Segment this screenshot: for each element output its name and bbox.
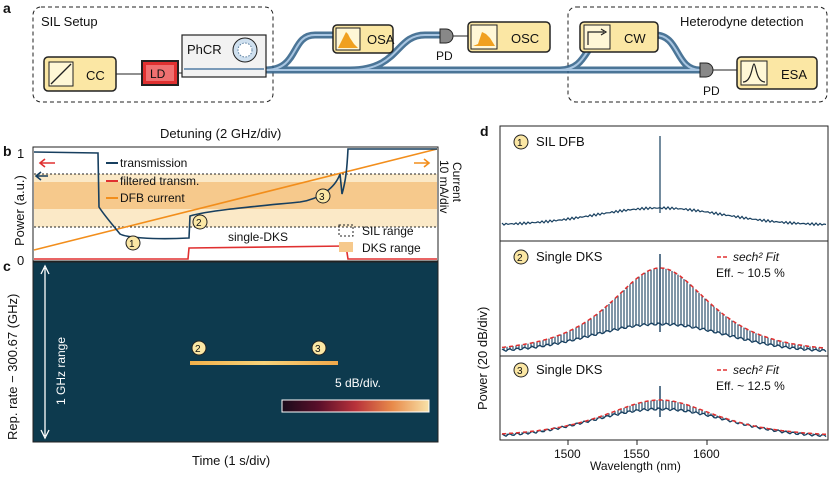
noise-floor <box>501 407 827 438</box>
spectrogram-area <box>32 261 439 443</box>
subplot-2-marker: 2 <box>513 249 529 265</box>
panel-c-letter: c <box>3 258 11 274</box>
range-label: 1 GHz range <box>54 337 68 405</box>
svg-text:1: 1 <box>517 138 523 149</box>
legend-transmission: transmission <box>120 156 187 170</box>
xtick-1550: 1550 <box>623 447 650 461</box>
sil-setup-frame <box>32 6 274 103</box>
dks-range-swatch <box>339 242 353 252</box>
svg-text:2: 2 <box>195 344 201 355</box>
esa-box: ESA <box>736 56 818 90</box>
marker-b-1: 1 <box>125 235 141 251</box>
subplot-1-title: SIL DFB <box>536 134 585 149</box>
rep-rate-trace <box>190 361 338 365</box>
ytick-1: 1 <box>17 146 24 161</box>
marker-b-2: 2 <box>192 214 208 230</box>
panel-d-xlabel: Wavelength (nm) <box>590 459 681 473</box>
panel-c-xlabel: Time (1 s/div) <box>192 453 270 468</box>
cc-label: CC <box>86 68 105 83</box>
subplot-2-fit <box>501 267 827 349</box>
subplot-3-eff: Eff. ~ 12.5 % <box>716 379 785 393</box>
svg-text:3: 3 <box>319 192 325 203</box>
svg-text:2: 2 <box>196 218 202 229</box>
esa-label: ESA <box>781 67 807 82</box>
marker-c-2: 2 <box>191 340 207 356</box>
cw-laser-icon <box>587 31 604 45</box>
right-arrow-icon <box>414 158 431 168</box>
subplot-1-marker: 1 <box>513 134 529 150</box>
osc-box: OSC <box>467 21 551 53</box>
svg-text:3: 3 <box>517 366 523 377</box>
dks-range-legend: DKS range <box>362 241 421 255</box>
transmission-trace <box>33 148 437 240</box>
sil-setup-label: SIL Setup <box>41 14 98 29</box>
pd1-detector: PD <box>436 28 454 63</box>
subplot-3-fit-label: sech² Fit <box>733 363 780 377</box>
subplot-3-title: Single DKS <box>536 362 603 377</box>
svg-text:1: 1 <box>129 239 135 250</box>
panel-d-letter: d <box>480 123 489 139</box>
panel-d-ylabel: Power (20 dB/div) <box>475 307 490 410</box>
range-arrow-icon <box>40 264 50 440</box>
ramp-icon <box>50 63 72 85</box>
legend-filtered: filtered transm. <box>120 174 199 188</box>
subplot-2-title: Single DKS <box>536 249 603 264</box>
current-label: Current <box>450 162 464 203</box>
dfb-current-line <box>33 148 438 251</box>
sil-range-legend: SIL range <box>362 224 414 238</box>
panel-d: d Power (20 dB/div) 1 SIL DFB 2 Single D… <box>475 123 829 473</box>
ld-box: LD <box>141 60 179 86</box>
marker-c-3: 3 <box>311 340 327 356</box>
single-dks-label: single-DKS <box>228 230 288 244</box>
current-scale-label: 10 mA/div <box>437 160 451 213</box>
pd2-label: PD <box>703 84 720 98</box>
panel-b-title: Detuning (2 GHz/div) <box>160 126 281 141</box>
panel-c: c Rep. rate − 300.67 (GHz) 1 GHz range 2… <box>3 258 439 468</box>
panel-a-letter: a <box>3 0 11 16</box>
marker-b-3: 3 <box>315 188 331 204</box>
xtick-1500: 1500 <box>554 447 581 461</box>
colorbar <box>281 399 430 413</box>
heterodyne-frame <box>567 6 828 103</box>
subplot-3-marker: 3 <box>513 362 529 378</box>
cc-box: CC <box>43 56 117 92</box>
osa-label: OSA <box>367 32 395 47</box>
panel-b-letter: b <box>3 143 12 159</box>
pd2-detector: PD <box>699 62 720 98</box>
transmission-axis-arrow-icon <box>34 171 48 181</box>
peak-icon <box>742 63 766 83</box>
ld-label: LD <box>150 67 166 81</box>
osc-label: OSC <box>511 31 539 46</box>
osa-box: OSA <box>332 24 395 54</box>
spectrum-icon <box>338 32 358 48</box>
legend-current: DFB current <box>120 191 185 205</box>
xtick-1600: 1600 <box>693 447 720 461</box>
panel-b-ylabel: Power (a.u.) <box>12 175 27 246</box>
noise-floor <box>501 322 827 353</box>
heterodyne-label: Heterodyne detection <box>680 14 804 29</box>
phcr-box: PhCR <box>181 34 267 78</box>
cw-box: CW <box>579 21 659 53</box>
dks-range-band <box>34 182 437 209</box>
left-arrow-icon <box>38 158 55 168</box>
filtered-trace <box>34 245 437 260</box>
svg-text:3: 3 <box>315 344 321 355</box>
cw-label: CW <box>624 31 646 46</box>
subplot-1-spectrum <box>501 136 827 227</box>
ytick-0: 0 <box>17 253 24 268</box>
svg-text:2: 2 <box>517 253 523 264</box>
colorbar-label: 5 dB/div. <box>335 376 381 390</box>
subplot-3-axes <box>499 355 829 441</box>
subplot-2-eff: Eff. ~ 10.5 % <box>716 266 785 280</box>
subplot-2-comb <box>501 254 827 353</box>
panel-a: a SIL Setup Heterodyne detection CC <box>3 0 828 103</box>
panel-b: b Detuning (2 GHz/div) Power (a.u.) 1 0 … <box>3 126 464 268</box>
oscilloscope-icon <box>473 32 495 46</box>
subplot-2-fit-label: sech² Fit <box>733 250 780 264</box>
sil-range-swatch <box>338 224 354 237</box>
panel-c-ylabel: Rep. rate − 300.67 (GHz) <box>5 294 20 440</box>
pd1-label: PD <box>436 49 453 63</box>
phcr-label: PhCR <box>187 42 222 57</box>
